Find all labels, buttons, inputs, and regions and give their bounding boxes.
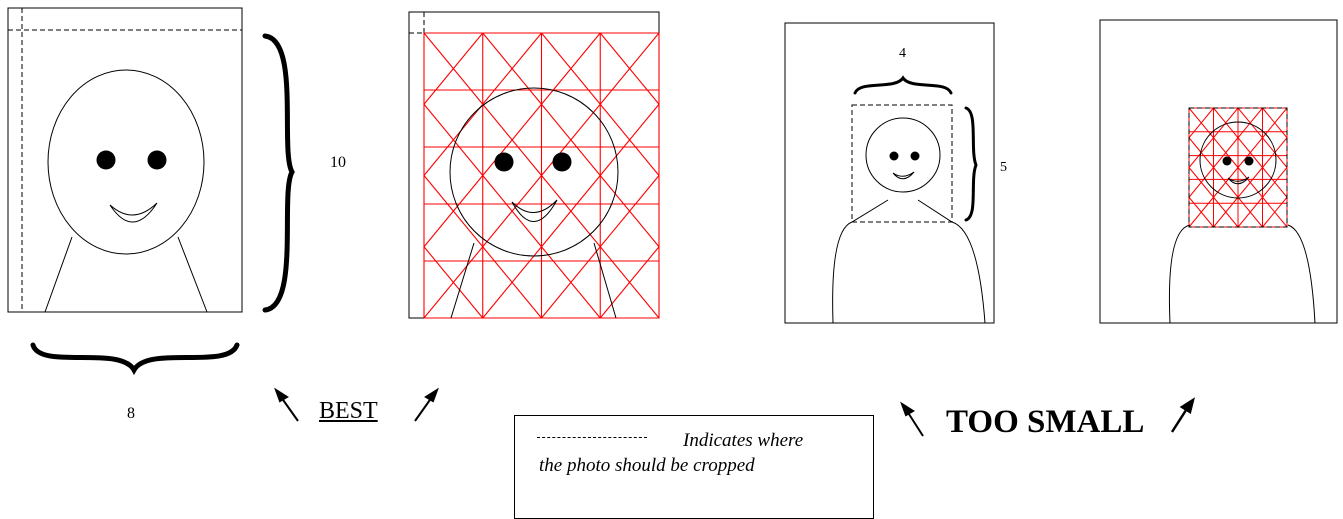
grid-line xyxy=(541,175,660,319)
grid-line xyxy=(1188,167,1239,228)
grid-line xyxy=(423,175,484,248)
arrow-up-right-small xyxy=(1170,397,1195,433)
photo-panel-best-grid xyxy=(408,11,660,319)
width-brace-small xyxy=(853,75,953,95)
right-eye xyxy=(552,152,572,172)
grid-line xyxy=(1213,107,1239,139)
grid-line xyxy=(482,246,542,319)
legend-box: Indicates where the photo should be cropp… xyxy=(514,415,874,519)
grid-line xyxy=(1262,167,1288,198)
grid-line xyxy=(423,103,484,176)
photo-panel-best xyxy=(7,7,243,313)
grid-line xyxy=(423,32,484,105)
grid-line xyxy=(599,175,660,248)
shoulders xyxy=(1168,224,1316,324)
left-eye xyxy=(889,151,899,161)
grid-line xyxy=(541,246,601,319)
shoulders xyxy=(832,199,986,324)
grid-line xyxy=(541,32,601,105)
grid-line xyxy=(1237,196,1263,228)
grid-line xyxy=(482,32,542,105)
left-eye xyxy=(1222,156,1232,166)
head-outline xyxy=(865,117,941,193)
grid-line xyxy=(1213,167,1239,198)
grid-line xyxy=(1237,107,1263,139)
smile xyxy=(1227,176,1250,185)
arrow-up-left-best xyxy=(274,387,299,422)
photo-panel-too-small-grid xyxy=(1099,19,1338,324)
height-brace-best xyxy=(262,33,295,313)
legend-line-2: the photo should be cropped xyxy=(539,455,755,476)
crop-area xyxy=(1188,107,1288,228)
height-brace-small xyxy=(964,106,978,222)
left-eye xyxy=(494,152,514,172)
grid-line xyxy=(541,103,601,176)
grid-line xyxy=(541,32,660,176)
head-outline xyxy=(1199,121,1277,199)
grid-line xyxy=(423,246,484,319)
arrow-up-left-small xyxy=(900,401,924,437)
width-label-best: 8 xyxy=(127,405,135,422)
grid-line xyxy=(1237,137,1263,168)
legend-line-1: Indicates where xyxy=(683,430,804,451)
best-caption: BEST xyxy=(319,398,378,424)
smile xyxy=(511,199,558,222)
grid-line xyxy=(1188,137,1214,168)
grid-line xyxy=(1237,167,1263,198)
head-outline xyxy=(47,69,205,255)
grid-line xyxy=(599,32,660,105)
width-brace-best xyxy=(30,342,240,376)
too-small-caption: TOO SMALL xyxy=(946,404,1145,440)
grid-line xyxy=(482,175,542,248)
grid-line xyxy=(423,32,542,176)
right-eye xyxy=(147,150,167,170)
grid-line xyxy=(1188,196,1214,228)
left-eye xyxy=(96,150,116,170)
smile xyxy=(892,171,915,180)
photo-panel-too-small xyxy=(784,22,995,324)
legend-text: Indicates where the photo should be cropp… xyxy=(539,428,869,478)
grid-line xyxy=(599,246,660,319)
grid-line xyxy=(541,175,601,248)
grid-line xyxy=(423,175,542,319)
grid-line xyxy=(599,103,660,176)
smile xyxy=(109,202,158,223)
grid-line xyxy=(1237,167,1288,228)
grid-line xyxy=(1188,167,1214,198)
dashed-line-sample xyxy=(537,437,647,438)
grid-line xyxy=(1188,107,1214,139)
grid-line xyxy=(1262,196,1288,228)
height-label-best: 10 xyxy=(330,154,346,171)
head-outline xyxy=(449,87,619,257)
grid-line xyxy=(1213,196,1239,228)
height-label-small: 5 xyxy=(1000,160,1007,175)
right-eye xyxy=(910,151,920,161)
grid-line xyxy=(1188,107,1239,168)
right-eye xyxy=(1244,156,1254,166)
grid-line xyxy=(1262,107,1288,139)
grid-line xyxy=(1213,137,1239,168)
width-label-small: 4 xyxy=(899,46,906,61)
arrow-up-right-best xyxy=(414,387,439,422)
grid-line xyxy=(482,103,542,176)
grid-line xyxy=(1262,137,1288,168)
crop-area xyxy=(851,104,953,223)
